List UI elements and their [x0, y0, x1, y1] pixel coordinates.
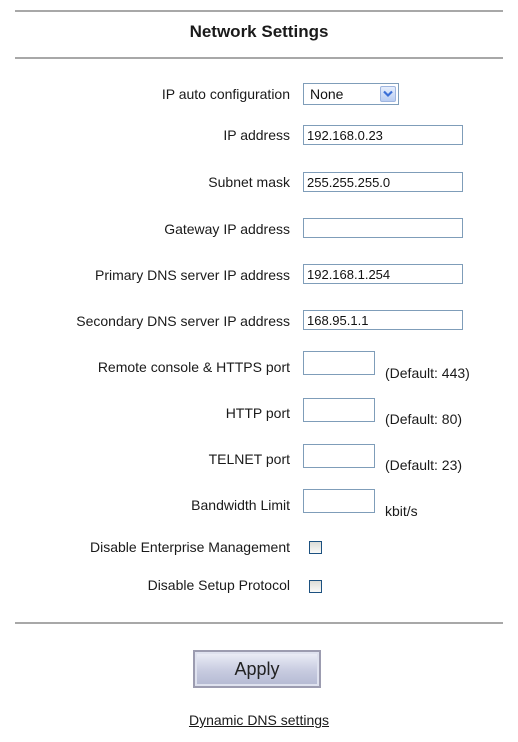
- disable-setup-protocol-checkbox[interactable]: [309, 580, 322, 593]
- title-divider: [15, 57, 503, 59]
- http-port-input[interactable]: [303, 398, 375, 422]
- top-divider: [15, 10, 503, 12]
- ip-auto-config-value: None: [310, 86, 344, 102]
- disable-enterprise-mgmt-checkbox[interactable]: [309, 541, 322, 554]
- bandwidth-limit-label: Bandwidth Limit: [191, 497, 290, 513]
- apply-button[interactable]: Apply: [193, 650, 321, 688]
- page-title: Network Settings: [189, 22, 329, 41]
- disable-setup-protocol-label: Disable Setup Protocol: [147, 577, 290, 593]
- disable-enterprise-mgmt-label: Disable Enterprise Management: [90, 539, 290, 555]
- remote-console-port-default: (Default: 443): [385, 365, 470, 381]
- subnet-mask-input[interactable]: [303, 172, 463, 192]
- telnet-port-input[interactable]: [303, 444, 375, 468]
- bandwidth-limit-unit: kbit/s: [385, 503, 418, 519]
- telnet-port-label: TELNET port: [208, 451, 290, 467]
- dynamic-dns-settings-link[interactable]: Dynamic DNS settings: [188, 712, 330, 728]
- http-port-label: HTTP port: [225, 405, 290, 421]
- remote-console-port-input[interactable]: [303, 351, 375, 375]
- http-port-default: (Default: 80): [385, 411, 463, 427]
- secondary-dns-label: Secondary DNS server IP address: [76, 313, 290, 329]
- remote-console-port-label: Remote console & HTTPS port: [97, 359, 290, 375]
- ip-auto-config-select[interactable]: None: [303, 83, 399, 105]
- primary-dns-label: Primary DNS server IP address: [94, 267, 290, 283]
- gateway-ip-input[interactable]: [303, 218, 463, 238]
- gateway-ip-label: Gateway IP address: [164, 221, 290, 237]
- ip-auto-config-label: IP auto configuration: [161, 86, 290, 102]
- ip-address-label: IP address: [223, 127, 290, 143]
- bandwidth-limit-input[interactable]: [303, 489, 375, 513]
- bottom-divider: [15, 622, 503, 624]
- dynamic-dns-link-row: Dynamic DNS settings: [0, 712, 518, 728]
- chevron-down-icon[interactable]: [380, 86, 396, 102]
- subnet-mask-label: Subnet mask: [208, 174, 290, 190]
- secondary-dns-input[interactable]: [303, 310, 463, 330]
- ip-address-input[interactable]: [303, 125, 463, 145]
- primary-dns-input[interactable]: [303, 264, 463, 284]
- telnet-port-default: (Default: 23): [385, 457, 463, 473]
